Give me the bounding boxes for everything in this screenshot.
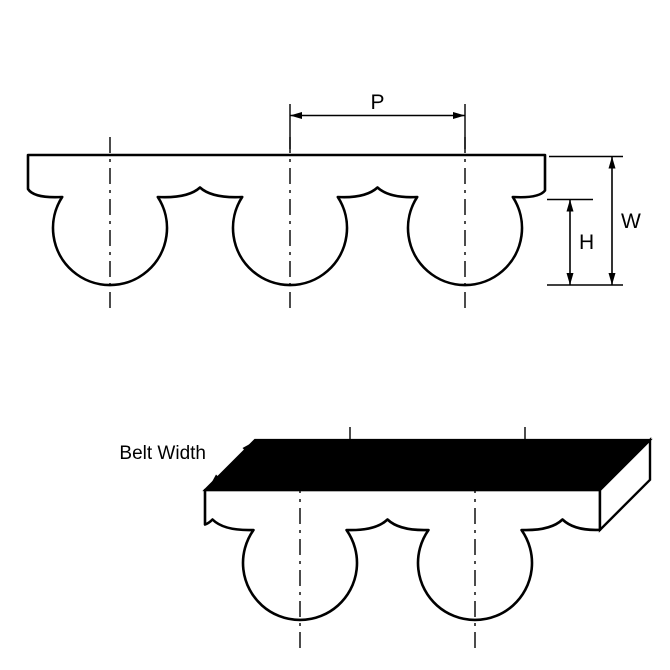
height-arrow-top-icon (566, 199, 574, 212)
pitch-dimension: P (289, 91, 466, 149)
height-dimension: H (547, 198, 594, 285)
pitch-label: P (370, 91, 384, 114)
belt-profile-view: P W H (26, 91, 641, 310)
width-label: W (621, 210, 641, 233)
belt-top-face (202, 438, 653, 492)
belt-front-profile-outline (203, 488, 602, 622)
pitch-arrow-right-icon (453, 112, 465, 119)
width-arrow-top-icon (608, 156, 616, 169)
height-label: H (579, 231, 594, 254)
belt-width-arrow-upper-icon (242, 442, 254, 453)
belt-width-arrow-lower-icon (210, 474, 221, 486)
belt-profile-outline (26, 153, 547, 287)
height-arrow-bottom-icon (566, 273, 574, 285)
width-arrow-bottom-icon (608, 273, 616, 285)
belt-side-face (598, 437, 652, 533)
belt-width-annotation: Belt Width (119, 441, 255, 487)
pitch-arrow-left-icon (290, 112, 302, 119)
belt-width-label: Belt Width (119, 443, 206, 464)
width-dimension: W (547, 155, 641, 286)
belt-isometric-view: Belt Width (119, 427, 653, 650)
